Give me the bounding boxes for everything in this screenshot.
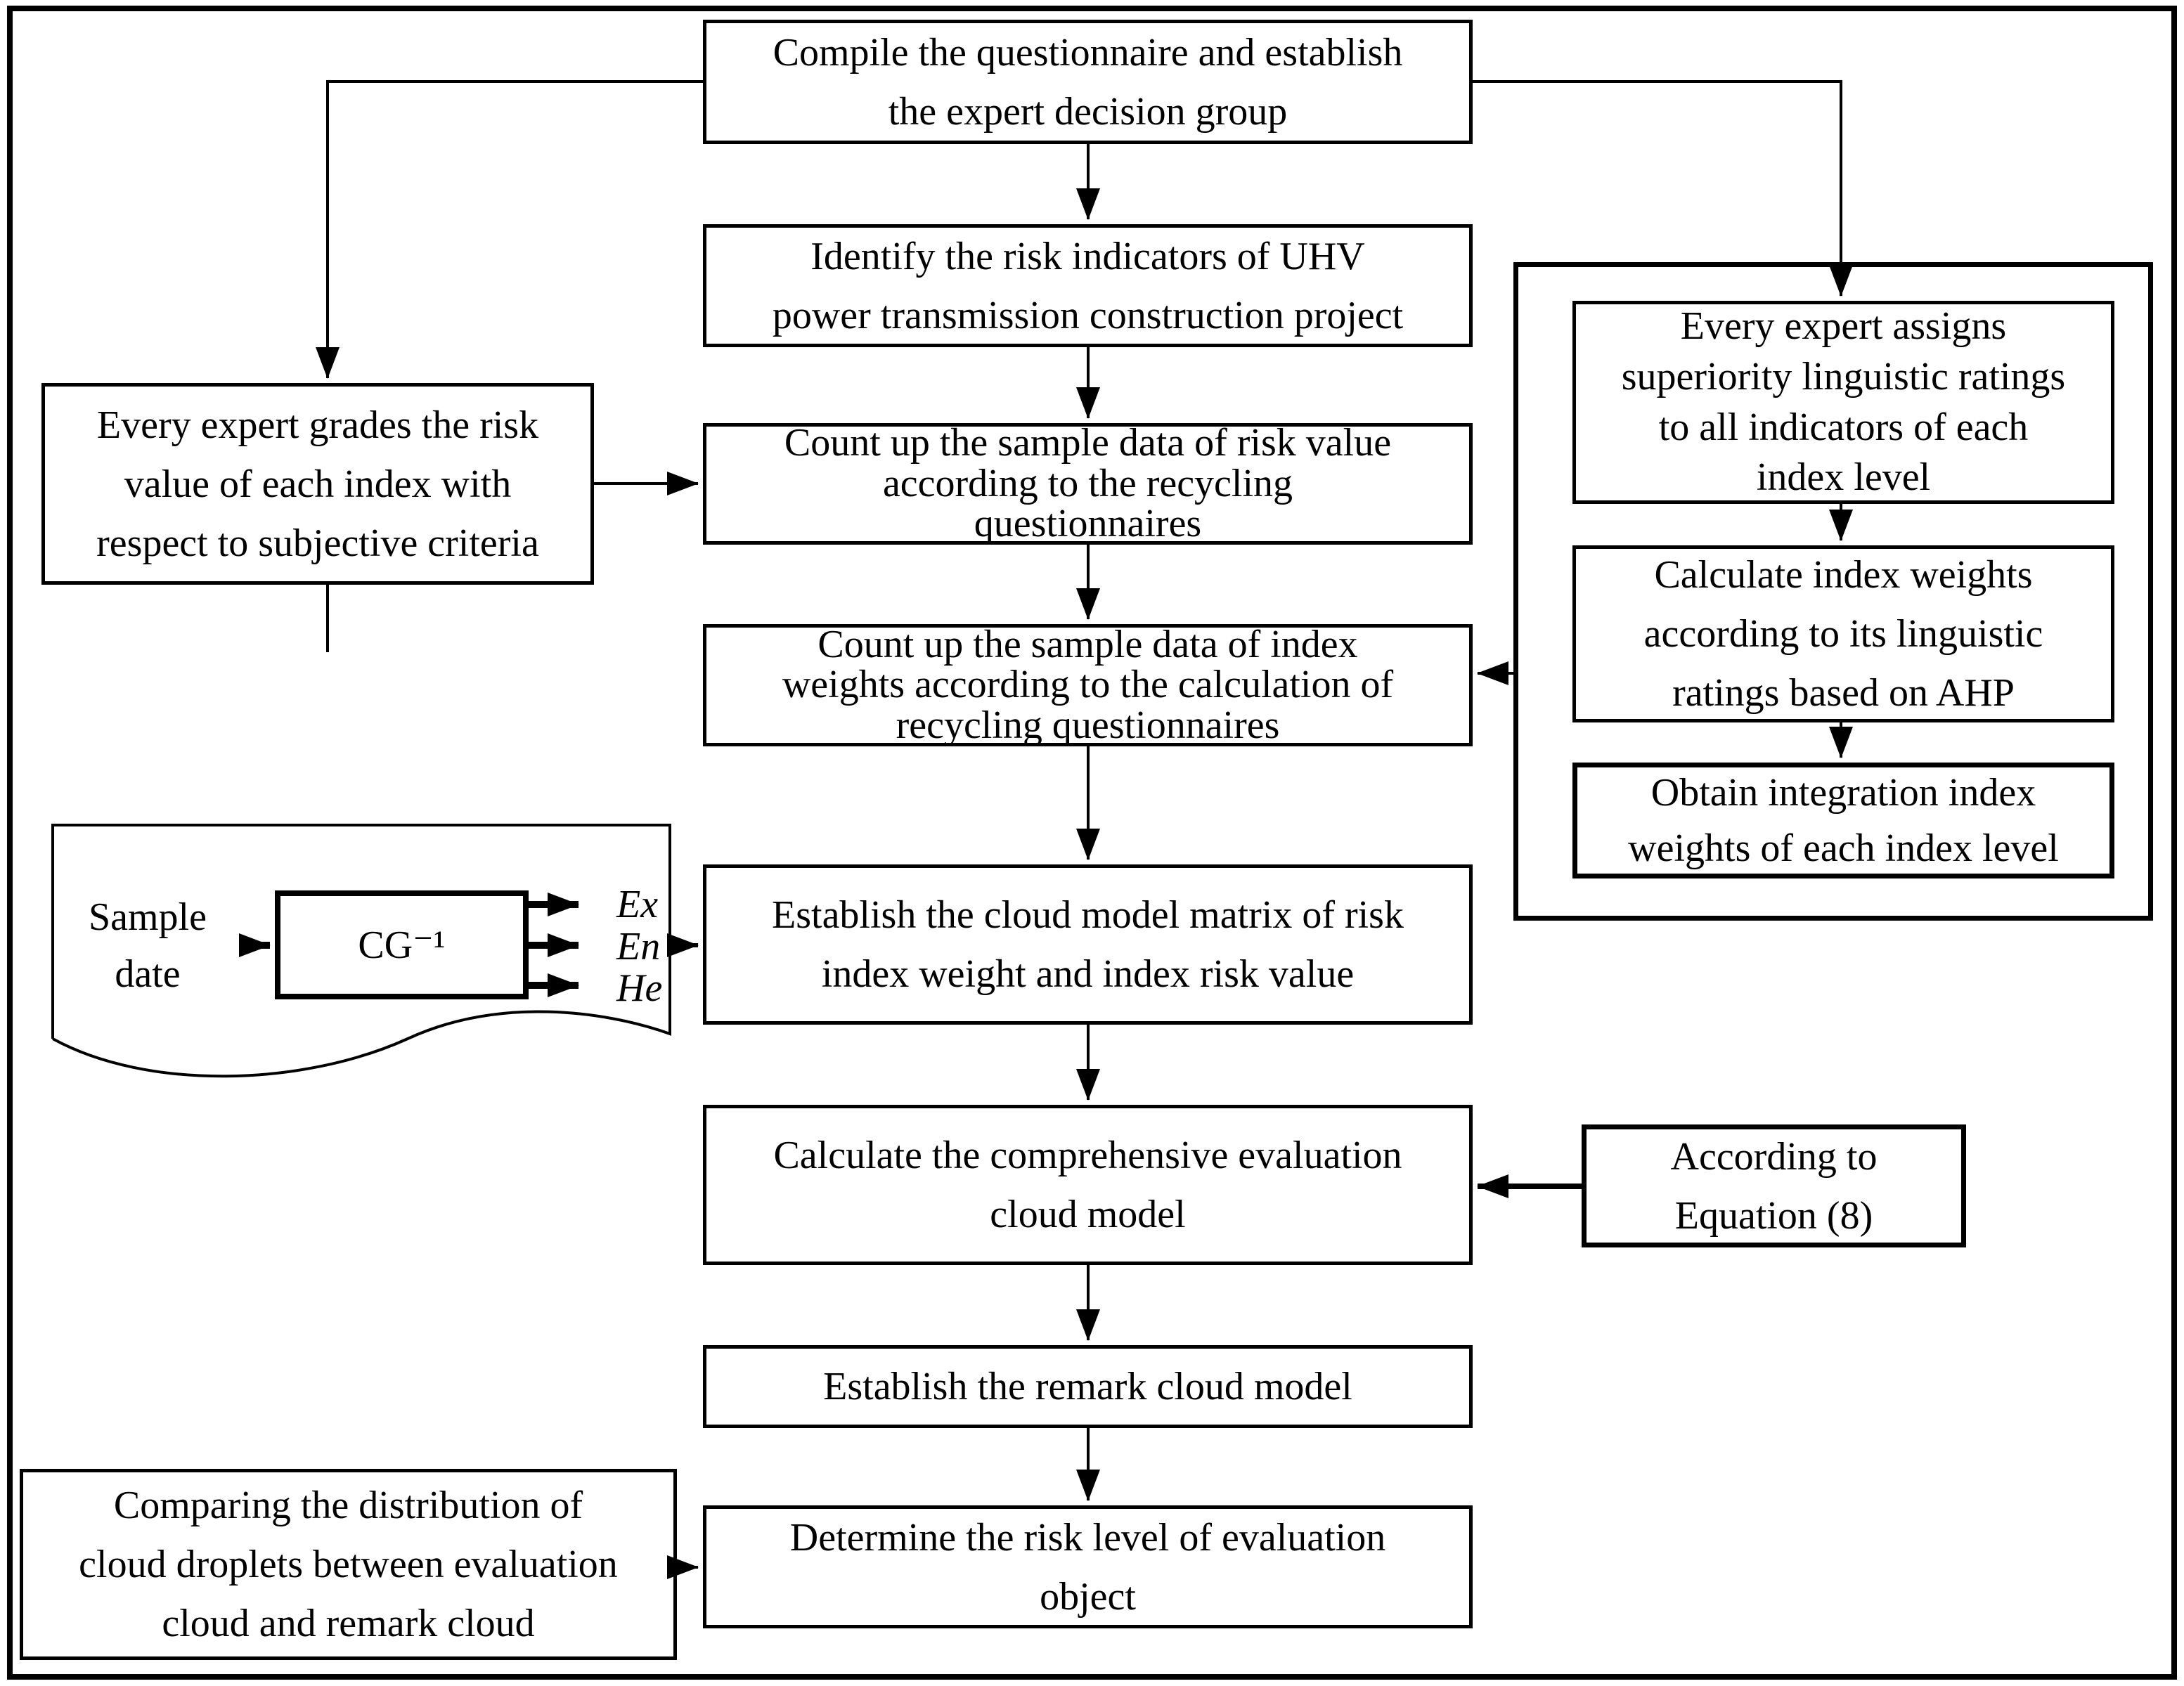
node-comprehensive-evaluation-label: Calculate the comprehensive evaluation c… [773, 1134, 1402, 1236]
node-remark-cloud-model-label: Establish the remark cloud model [823, 1365, 1352, 1408]
node-compile-questionnaire-label: Compile the questionnaire and establish … [773, 30, 1403, 134]
node-obtain-integration-weights: Obtain integration index weights of each… [1572, 763, 2114, 878]
param-en-label: En [616, 925, 661, 968]
node-calculate-weights-ahp-label: Calculate index weights according to its… [1643, 553, 2043, 715]
node-identify-risk-indicators-label: Identify the risk indicators of UHV powe… [772, 234, 1404, 337]
node-identify-risk-indicators: Identify the risk indicators of UHV powe… [703, 224, 1473, 347]
node-remark-cloud-model: Establish the remark cloud model [703, 1345, 1473, 1428]
param-ex-label: Ex [616, 883, 659, 926]
node-reverse-cloud-generator-label: CG⁻¹ [358, 923, 446, 967]
node-count-risk-value-label: Count up the sample data of risk value a… [784, 421, 1392, 546]
node-determine-risk-level: Determine the risk level of evaluation o… [703, 1505, 1473, 1628]
node-cloud-model-matrix: Establish the cloud model matrix of risk… [703, 864, 1473, 1025]
node-according-equation-8: According to Equation (8) [1582, 1124, 1966, 1247]
node-calculate-weights-ahp: Calculate index weights according to its… [1572, 545, 2114, 722]
node-cloud-model-matrix-label: Establish the cloud model matrix of risk… [772, 893, 1404, 996]
node-count-index-weights-label: Count up the sample data of index weight… [782, 622, 1394, 747]
node-reverse-cloud-generator: CG⁻¹ [275, 890, 529, 999]
node-determine-risk-level-label: Determine the risk level of evaluation o… [789, 1515, 1386, 1619]
node-comparing-droplets: Comparing the distribution of cloud drop… [20, 1469, 677, 1660]
sample-date-label: Sample date [89, 895, 207, 997]
node-obtain-integration-weights-label: Obtain integration index weights of each… [1628, 771, 2059, 870]
node-count-index-weights: Count up the sample data of index weight… [703, 624, 1473, 746]
node-compile-questionnaire: Compile the questionnaire and establish … [703, 20, 1473, 144]
node-according-equation-8-label: According to Equation (8) [1670, 1134, 1878, 1238]
node-comparing-droplets-label: Comparing the distribution of cloud drop… [79, 1484, 618, 1645]
node-count-risk-value: Count up the sample data of risk value a… [703, 421, 1473, 546]
node-assign-linguistic-ratings: Every expert assigns superiority linguis… [1572, 301, 2114, 504]
node-expert-grades: Every expert grades the risk value of ea… [41, 383, 594, 585]
param-he-label: He [616, 966, 663, 1010]
node-expert-grades-label: Every expert grades the risk value of ea… [96, 403, 539, 565]
node-comprehensive-evaluation: Calculate the comprehensive evaluation c… [703, 1105, 1473, 1265]
figure-border [7, 6, 2177, 1680]
node-assign-linguistic-ratings-label: Every expert assigns superiority linguis… [1621, 304, 2066, 500]
